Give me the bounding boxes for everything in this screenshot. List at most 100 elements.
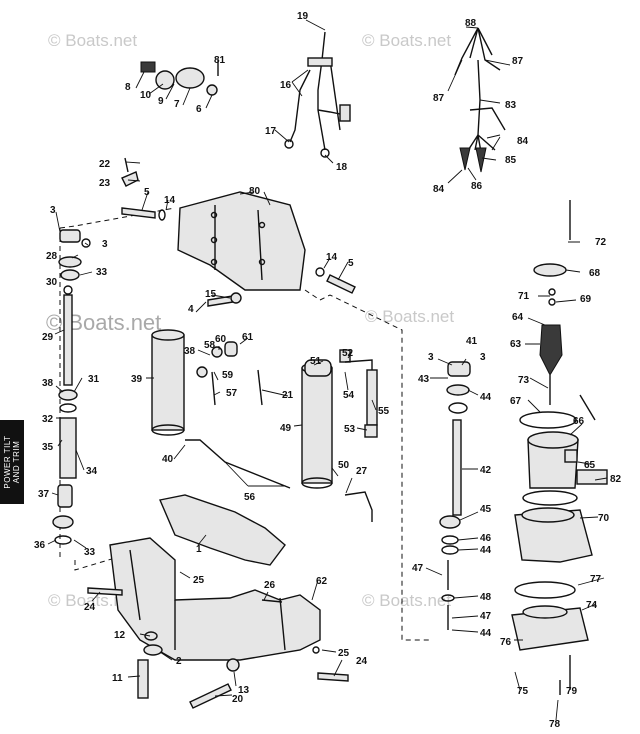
callout-88: 88 <box>465 18 477 29</box>
callout-35: 35 <box>42 442 54 453</box>
right-trim-rod <box>439 361 471 630</box>
side-tab-line-2: AND TRIM <box>12 440 21 484</box>
pump-motor-assembly <box>511 200 608 695</box>
callout-22: 22 <box>99 159 111 170</box>
callout-16: 16 <box>280 80 292 91</box>
center-cylinders <box>151 329 333 489</box>
callout-53: 53 <box>344 424 356 435</box>
callout-34: 34 <box>86 466 98 477</box>
callout-83: 83 <box>505 100 517 111</box>
callout-54: 54 <box>343 390 355 401</box>
callout-44a: 44 <box>480 392 492 403</box>
callout-24a: 24 <box>84 602 96 613</box>
callout-33b: 33 <box>84 547 96 558</box>
callout-5a: 5 <box>144 187 150 198</box>
clamp-bracket <box>177 191 306 291</box>
callout-47b: 47 <box>480 611 492 622</box>
callout-85: 85 <box>505 155 517 166</box>
callout-84a: 84 <box>517 136 529 147</box>
callout-73: 73 <box>518 375 530 386</box>
callout-30: 30 <box>46 277 58 288</box>
callout-39: 39 <box>131 374 143 385</box>
wiring-harness-left <box>284 31 351 158</box>
callout-84b: 84 <box>433 184 445 195</box>
callout-63: 63 <box>510 339 522 350</box>
callout-10: 10 <box>140 90 152 101</box>
callout-57: 57 <box>226 388 238 399</box>
callout-3c: 3 <box>428 352 434 363</box>
callout-25b: 25 <box>338 648 350 659</box>
callout-9: 9 <box>158 96 164 107</box>
callout-55: 55 <box>378 406 390 417</box>
callout-87a: 87 <box>512 56 524 67</box>
callout-25a: 25 <box>193 575 205 586</box>
callout-38a: 38 <box>42 378 54 389</box>
callout-41: 41 <box>466 336 478 347</box>
callout-46: 46 <box>480 533 492 544</box>
callout-26: 26 <box>264 580 276 591</box>
callout-3b: 3 <box>102 239 108 250</box>
callout-42: 42 <box>480 465 492 476</box>
callout-8: 8 <box>125 82 131 93</box>
watermark: © Boats.net <box>46 310 161 335</box>
callout-52: 52 <box>342 348 354 359</box>
watermarks: © Boats.net © Boats.net © Boats.net © Bo… <box>46 31 454 610</box>
callout-43: 43 <box>418 374 430 385</box>
callout-66: 66 <box>573 416 585 427</box>
callout-77: 77 <box>590 574 602 585</box>
callout-71: 71 <box>518 291 530 302</box>
callout-31: 31 <box>88 374 100 385</box>
callout-58: 58 <box>204 340 216 351</box>
callout-78: 78 <box>549 719 561 730</box>
callout-33a: 33 <box>96 267 108 278</box>
callout-47a: 47 <box>412 563 424 574</box>
callout-27: 27 <box>356 466 368 477</box>
callout-6: 6 <box>196 104 202 115</box>
callout-45: 45 <box>480 504 492 515</box>
callout-36: 36 <box>34 540 46 551</box>
callout-15: 15 <box>205 289 217 300</box>
callout-61: 61 <box>242 332 254 343</box>
callout-82: 82 <box>610 474 622 485</box>
watermark: © Boats.net <box>48 31 137 50</box>
callout-29: 29 <box>42 332 54 343</box>
callout-21: 21 <box>282 390 294 401</box>
callout-37: 37 <box>38 489 50 500</box>
callout-40: 40 <box>162 454 174 465</box>
left-trim-cylinder <box>52 229 91 545</box>
callout-44b: 44 <box>480 545 492 556</box>
stern-bracket <box>87 494 349 709</box>
callout-3a: 3 <box>50 205 56 216</box>
callout-2: 2 <box>176 656 182 667</box>
watermark: © Boats.net <box>362 591 451 610</box>
callout-23: 23 <box>99 178 111 189</box>
watermark: © Boats.net <box>362 31 451 50</box>
callout-68: 68 <box>589 268 601 279</box>
side-tab-line-1: POWER TILT <box>3 435 12 489</box>
callout-4: 4 <box>188 304 194 315</box>
callout-12: 12 <box>114 630 126 641</box>
callout-76: 76 <box>500 637 512 648</box>
watermark: © Boats.net <box>365 307 454 326</box>
callout-56: 56 <box>244 492 256 503</box>
callout-14b: 14 <box>326 252 338 263</box>
callout-87b: 87 <box>433 93 445 104</box>
callout-65: 65 <box>584 460 596 471</box>
callout-62: 62 <box>316 576 328 587</box>
callout-17: 17 <box>265 126 277 137</box>
callout-48: 48 <box>480 592 492 603</box>
callout-19: 19 <box>297 11 309 22</box>
callout-74: 74 <box>586 600 598 611</box>
callout-28: 28 <box>46 251 58 262</box>
callout-67: 67 <box>510 396 522 407</box>
callout-38b: 38 <box>184 346 196 357</box>
callout-86: 86 <box>471 181 483 192</box>
small-parts-top-left <box>121 60 219 187</box>
callout-51: 51 <box>310 356 322 367</box>
callout-13: 13 <box>238 685 250 696</box>
callout-20: 20 <box>232 694 244 705</box>
callout-14a: 14 <box>164 195 176 206</box>
